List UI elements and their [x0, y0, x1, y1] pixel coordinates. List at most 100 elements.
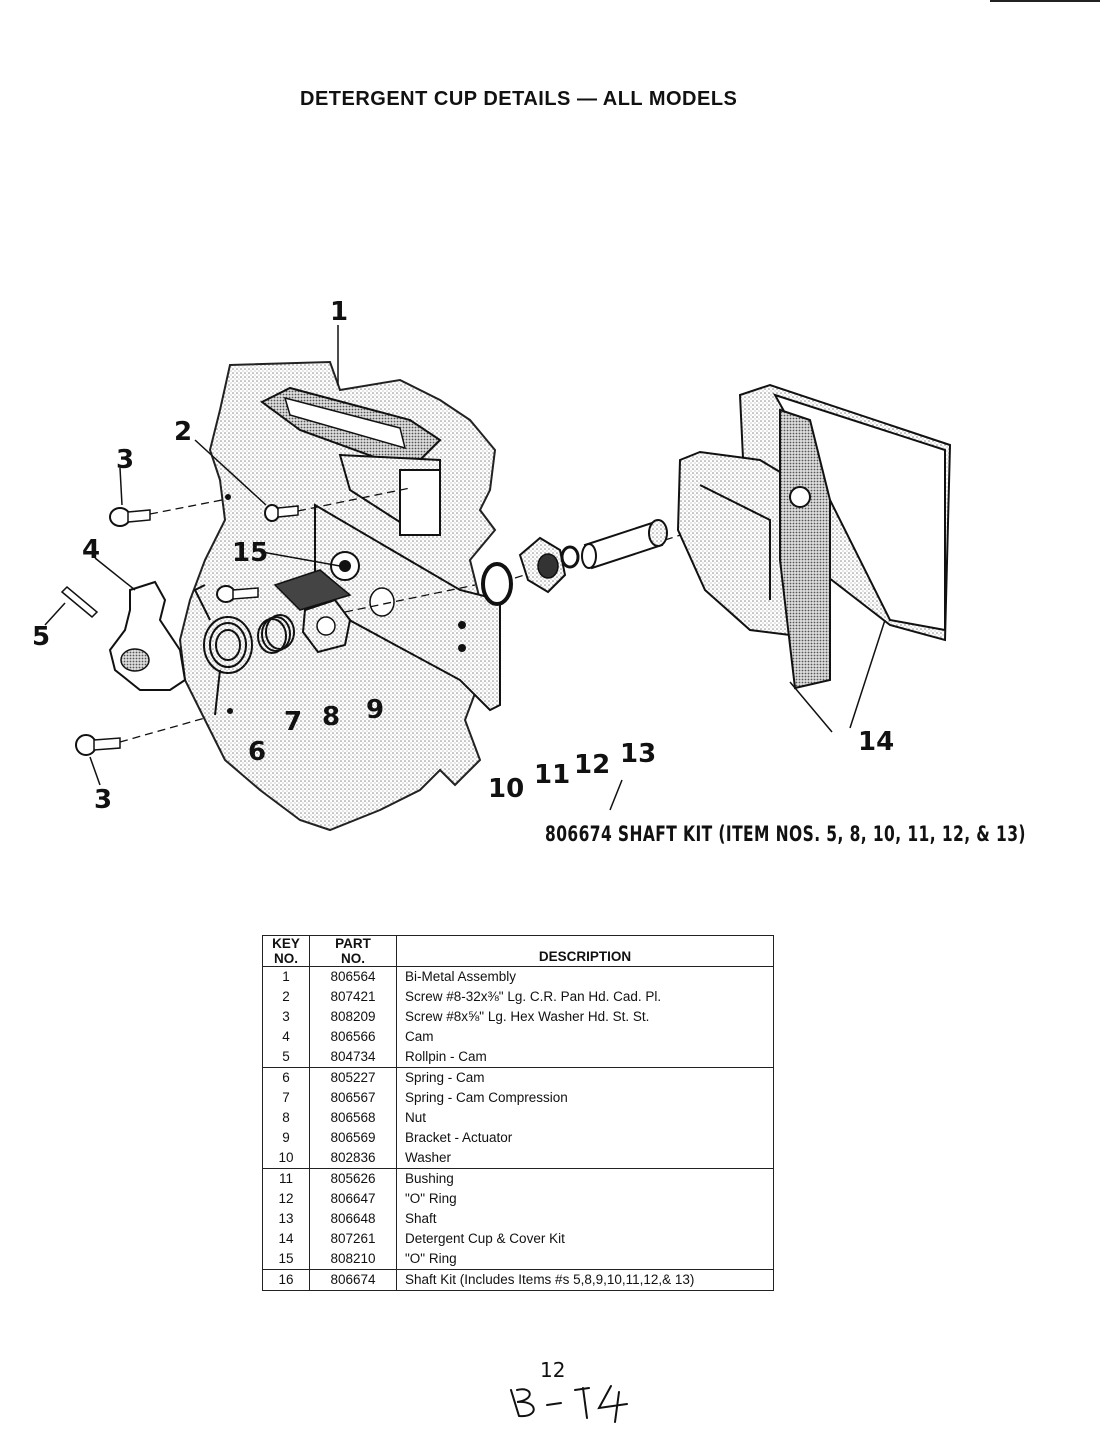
- header-description: DESCRIPTION: [396, 935, 774, 967]
- callout-4: 4: [82, 535, 100, 565]
- part-cell: 806564: [309, 966, 397, 987]
- part-cell: 806648: [309, 1209, 397, 1229]
- description-cell: Spring - Cam Compression: [396, 1088, 774, 1108]
- key-cell: 15: [262, 1249, 310, 1270]
- part-cell: 806568: [309, 1108, 397, 1128]
- part-cell: 806567: [309, 1088, 397, 1108]
- spring-cam: [193, 584, 253, 716]
- header-part-no: PART NO.: [309, 935, 397, 967]
- key-cell: 7: [262, 1088, 310, 1108]
- callout-1: 1: [330, 297, 348, 327]
- page-number: 12: [540, 1358, 566, 1382]
- key-cell: 16: [262, 1269, 310, 1291]
- bushing: [518, 536, 567, 594]
- callout-10: 10: [488, 774, 524, 804]
- key-cell: 5: [262, 1047, 310, 1068]
- o-ring-12: [560, 545, 580, 569]
- shaft: [581, 519, 668, 570]
- part-cell: 806647: [309, 1189, 397, 1209]
- key-cell: 9: [262, 1128, 310, 1148]
- description-cell: Bi-Metal Assembly: [396, 966, 774, 987]
- key-cell: 14: [262, 1229, 310, 1249]
- key-cell: 11: [262, 1168, 310, 1189]
- callout-15: 15: [232, 538, 268, 568]
- callout-3-bottom: 3: [94, 785, 112, 815]
- callout-9: 9: [366, 695, 384, 725]
- callout-7: 7: [284, 707, 302, 737]
- top-edge-rule: [990, 0, 1100, 2]
- description-cell: Shaft Kit (Includes Items #s 5,8,9,10,11…: [396, 1269, 774, 1291]
- key-cell: 8: [262, 1108, 310, 1128]
- description-cell: Bracket - Actuator: [396, 1128, 774, 1148]
- description-cell: "O" Ring: [396, 1249, 774, 1270]
- callout-12: 12: [574, 750, 610, 780]
- detergent-cup-cover: [676, 383, 952, 690]
- cam: [108, 580, 187, 691]
- key-cell: 2: [262, 987, 310, 1007]
- part-cell: 807421: [309, 987, 397, 1007]
- part-cell: 802836: [309, 1148, 397, 1169]
- description-cell: Bushing: [396, 1168, 774, 1189]
- description-cell: Cam: [396, 1027, 774, 1047]
- part-cell: 806566: [309, 1027, 397, 1047]
- key-cell: 4: [262, 1027, 310, 1047]
- exploded-parts-diagram: 1 2 3 15 4 5 6 7 8 9 3 10 11 12 13 14: [32, 297, 952, 832]
- part-cell: 805626: [309, 1168, 397, 1189]
- screw-2: [264, 504, 299, 522]
- bracket-hole: [369, 587, 395, 617]
- washer: [481, 562, 513, 606]
- rollpin: [60, 585, 99, 619]
- part-cell: 806674: [309, 1269, 397, 1291]
- part-cell: 808210: [309, 1249, 397, 1270]
- parts-table-header: KEY NO. PART NO. DESCRIPTION: [262, 935, 774, 967]
- key-cell: 1: [262, 966, 310, 987]
- screw-3-bottom: [75, 734, 121, 756]
- callout-2: 2: [174, 417, 192, 447]
- callout-5: 5: [32, 622, 50, 652]
- key-cell: 13: [262, 1209, 310, 1229]
- description-cell: Detergent Cup & Cover Kit: [396, 1229, 774, 1249]
- description-cell: Rollpin - Cam: [396, 1047, 774, 1068]
- callout-13: 13: [620, 739, 656, 769]
- shaft-kit-label: 806674 SHAFT KIT (ITEM NOS. 5, 8, 10, 11…: [545, 822, 1026, 846]
- description-cell: Screw #8-32x⅜" Lg. C.R. Pan Hd. Cad. Pl.: [396, 987, 774, 1007]
- bi-metal-assembly: [260, 386, 442, 537]
- callout-6: 6: [248, 737, 266, 767]
- key-cell: 6: [262, 1067, 310, 1088]
- nut: [301, 598, 352, 654]
- part-cell: 808209: [309, 1007, 397, 1027]
- handwritten-ref-mark: [510, 1385, 628, 1423]
- description-cell: "O" Ring: [396, 1189, 774, 1209]
- description-cell: Shaft: [396, 1209, 774, 1229]
- description-cell: Washer: [396, 1148, 774, 1169]
- compression-spring: [257, 614, 295, 654]
- header-key-no: KEY NO.: [262, 935, 310, 967]
- callout-3-top: 3: [116, 445, 134, 475]
- part-cell: 806569: [309, 1128, 397, 1148]
- description-cell: Screw #8x⅝" Lg. Hex Washer Hd. St. St.: [396, 1007, 774, 1027]
- callout-14: 14: [858, 727, 894, 757]
- part-cell: 804734: [309, 1047, 397, 1068]
- callout-11: 11: [534, 760, 570, 790]
- key-cell: 3: [262, 1007, 310, 1027]
- callout-8: 8: [322, 702, 340, 732]
- screw-3-top: [109, 507, 151, 527]
- description-cell: Spring - Cam: [396, 1067, 774, 1088]
